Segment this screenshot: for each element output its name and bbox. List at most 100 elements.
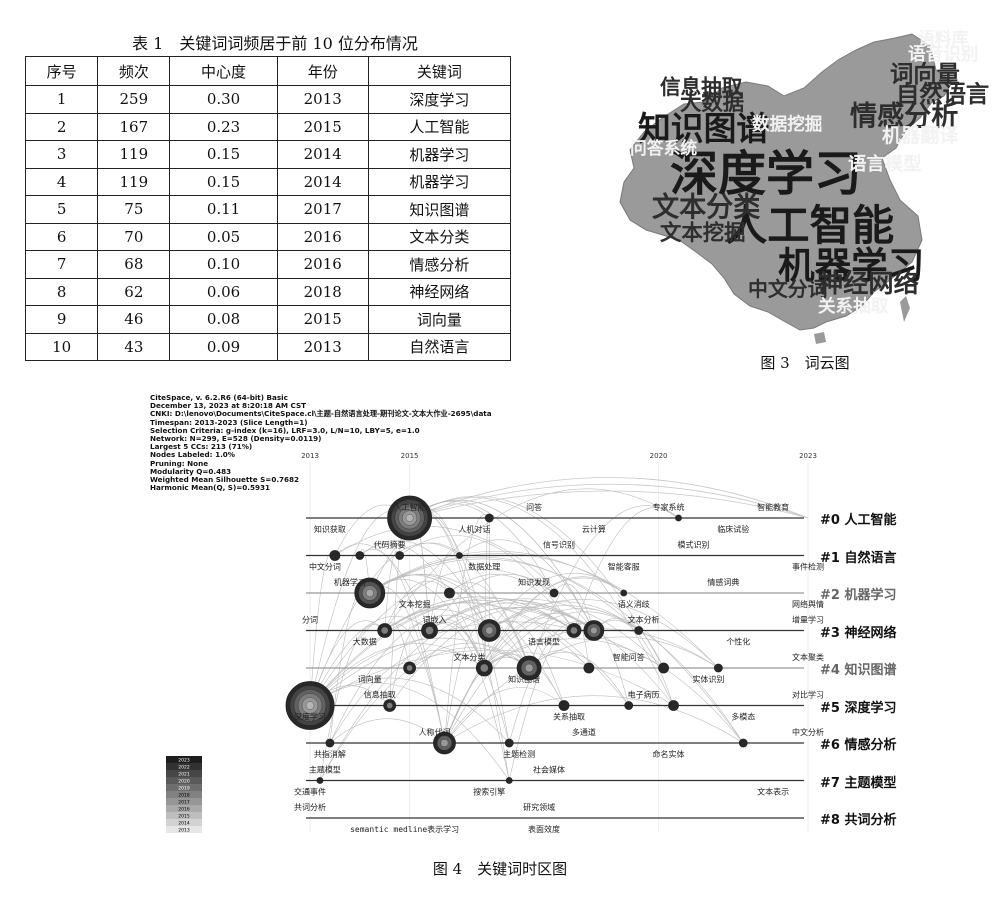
legend-swatch [166, 784, 202, 791]
link-arc [444, 636, 719, 744]
node-label: 知识发现 [518, 577, 550, 587]
link-arc [329, 649, 485, 744]
meta-line: Pruning: None [150, 458, 209, 468]
table-cell: 0.23 [169, 112, 278, 141]
keyword-node [395, 551, 405, 560]
link-arc [449, 582, 530, 669]
figure4-caption: 图 4 关键词时区图 [432, 860, 568, 878]
year-tick-label: 2020 [650, 452, 668, 460]
link-arc [459, 539, 595, 631]
table-cell: 情感分析 [367, 250, 512, 279]
table-cell: 机器学习 [367, 140, 512, 169]
cloud-word: 自然语言 [896, 80, 989, 108]
legend-swatch [166, 812, 202, 819]
table-cell: 0.11 [169, 195, 278, 224]
legend-year-label: 2023 [178, 758, 190, 764]
link-arc [329, 614, 490, 744]
cloud-word: 神经网络 [818, 269, 919, 298]
meta-line: Selection Criteria: g-index (k=16), LRF=… [150, 425, 420, 435]
link-arc [329, 588, 371, 744]
link-arc [449, 574, 575, 631]
node-label: 共指消解 [314, 749, 346, 759]
cloud-word: 数据挖掘 [752, 114, 822, 135]
meta-line: Largest 5 CCs: 213 (71%) [150, 442, 253, 452]
table-cell: 6 [24, 222, 99, 251]
node-label: 交通事件 [294, 787, 326, 797]
meta-line: Modularity Q=0.483 [150, 466, 232, 476]
year-tick-label: 2015 [401, 452, 419, 460]
link-arc [319, 624, 385, 781]
table-cell: 5 [24, 195, 99, 224]
table-cell: 0.08 [169, 305, 278, 334]
legend-year-label: 2013 [178, 828, 190, 834]
link-arc [444, 611, 639, 744]
keyword-node [425, 626, 434, 635]
node-label: 知识图谱 [508, 674, 540, 684]
link-arc [429, 602, 674, 706]
keyword-node [583, 662, 595, 674]
cloud-word: 语言模型 [848, 153, 922, 175]
taiwan-island [900, 296, 910, 322]
legend-swatch [166, 777, 202, 784]
link-arc [429, 598, 664, 669]
table-cell: 68 [97, 250, 171, 279]
keyword-node [455, 552, 463, 559]
legend-year-label: 2017 [178, 800, 190, 806]
link-arc [369, 556, 639, 631]
table-cell: 2013 [276, 85, 369, 114]
cloud-word: 人工智能 [725, 201, 894, 250]
node-label: 问答 [526, 502, 542, 512]
table-cell: 2013 [276, 332, 369, 361]
link-arc [369, 558, 744, 744]
table-caption: 表 1 关键词词频居于前 10 位分布情况 [132, 34, 418, 53]
keyword-node [620, 589, 628, 597]
table-cell: 70 [97, 222, 171, 251]
link-arc [369, 553, 719, 669]
keyword-node [325, 738, 335, 748]
node-label: 表面效度 [528, 824, 560, 834]
keyword-node [485, 626, 494, 635]
link-arc [359, 549, 445, 744]
keyword-node [365, 589, 374, 597]
keyword-node [658, 662, 669, 674]
keyword-node [316, 777, 324, 784]
link-arc [384, 609, 530, 669]
table-cell: 167 [97, 112, 171, 141]
table-cell: 知识图谱 [367, 195, 512, 224]
cloud-word: 语音识别 [908, 44, 978, 65]
node-label: 专家系统 [653, 502, 685, 512]
table-cell: 2015 [276, 305, 369, 334]
link-arc [409, 490, 809, 519]
link-arc [309, 677, 510, 744]
meta-line: Harmonic Mean(Q, S)=0.5931 [150, 483, 271, 493]
cloud-word: 问答系统 [630, 138, 697, 158]
cloud-word: 情感分析 [850, 100, 958, 132]
keyword-node [305, 701, 315, 710]
link-arc [309, 682, 510, 781]
node-label: 主题检测 [503, 749, 535, 759]
node-label: 语义消歧 [618, 599, 650, 609]
table-cell: 75 [97, 195, 171, 224]
node-label: 电子病历 [628, 690, 660, 700]
col-header: 关键词 [367, 56, 512, 86]
node-label: 分词 [302, 616, 318, 625]
node-label: 命名实体 [653, 749, 685, 759]
link-arc [553, 583, 595, 631]
meta-line: Weighted Mean Silhouette S=0.7682 [150, 475, 300, 485]
legend-swatch [166, 826, 202, 833]
link-arc [309, 649, 674, 706]
legend-swatch [166, 798, 202, 805]
link-arc [309, 568, 555, 706]
node-label: 数据处理 [468, 562, 500, 572]
legend-swatch [166, 756, 202, 763]
cluster-label: #1 自然语言 [820, 550, 897, 566]
node-label: 事件检测 [792, 562, 824, 572]
node-label: 词嵌入 [423, 616, 447, 625]
table-cell: 3 [24, 140, 99, 169]
